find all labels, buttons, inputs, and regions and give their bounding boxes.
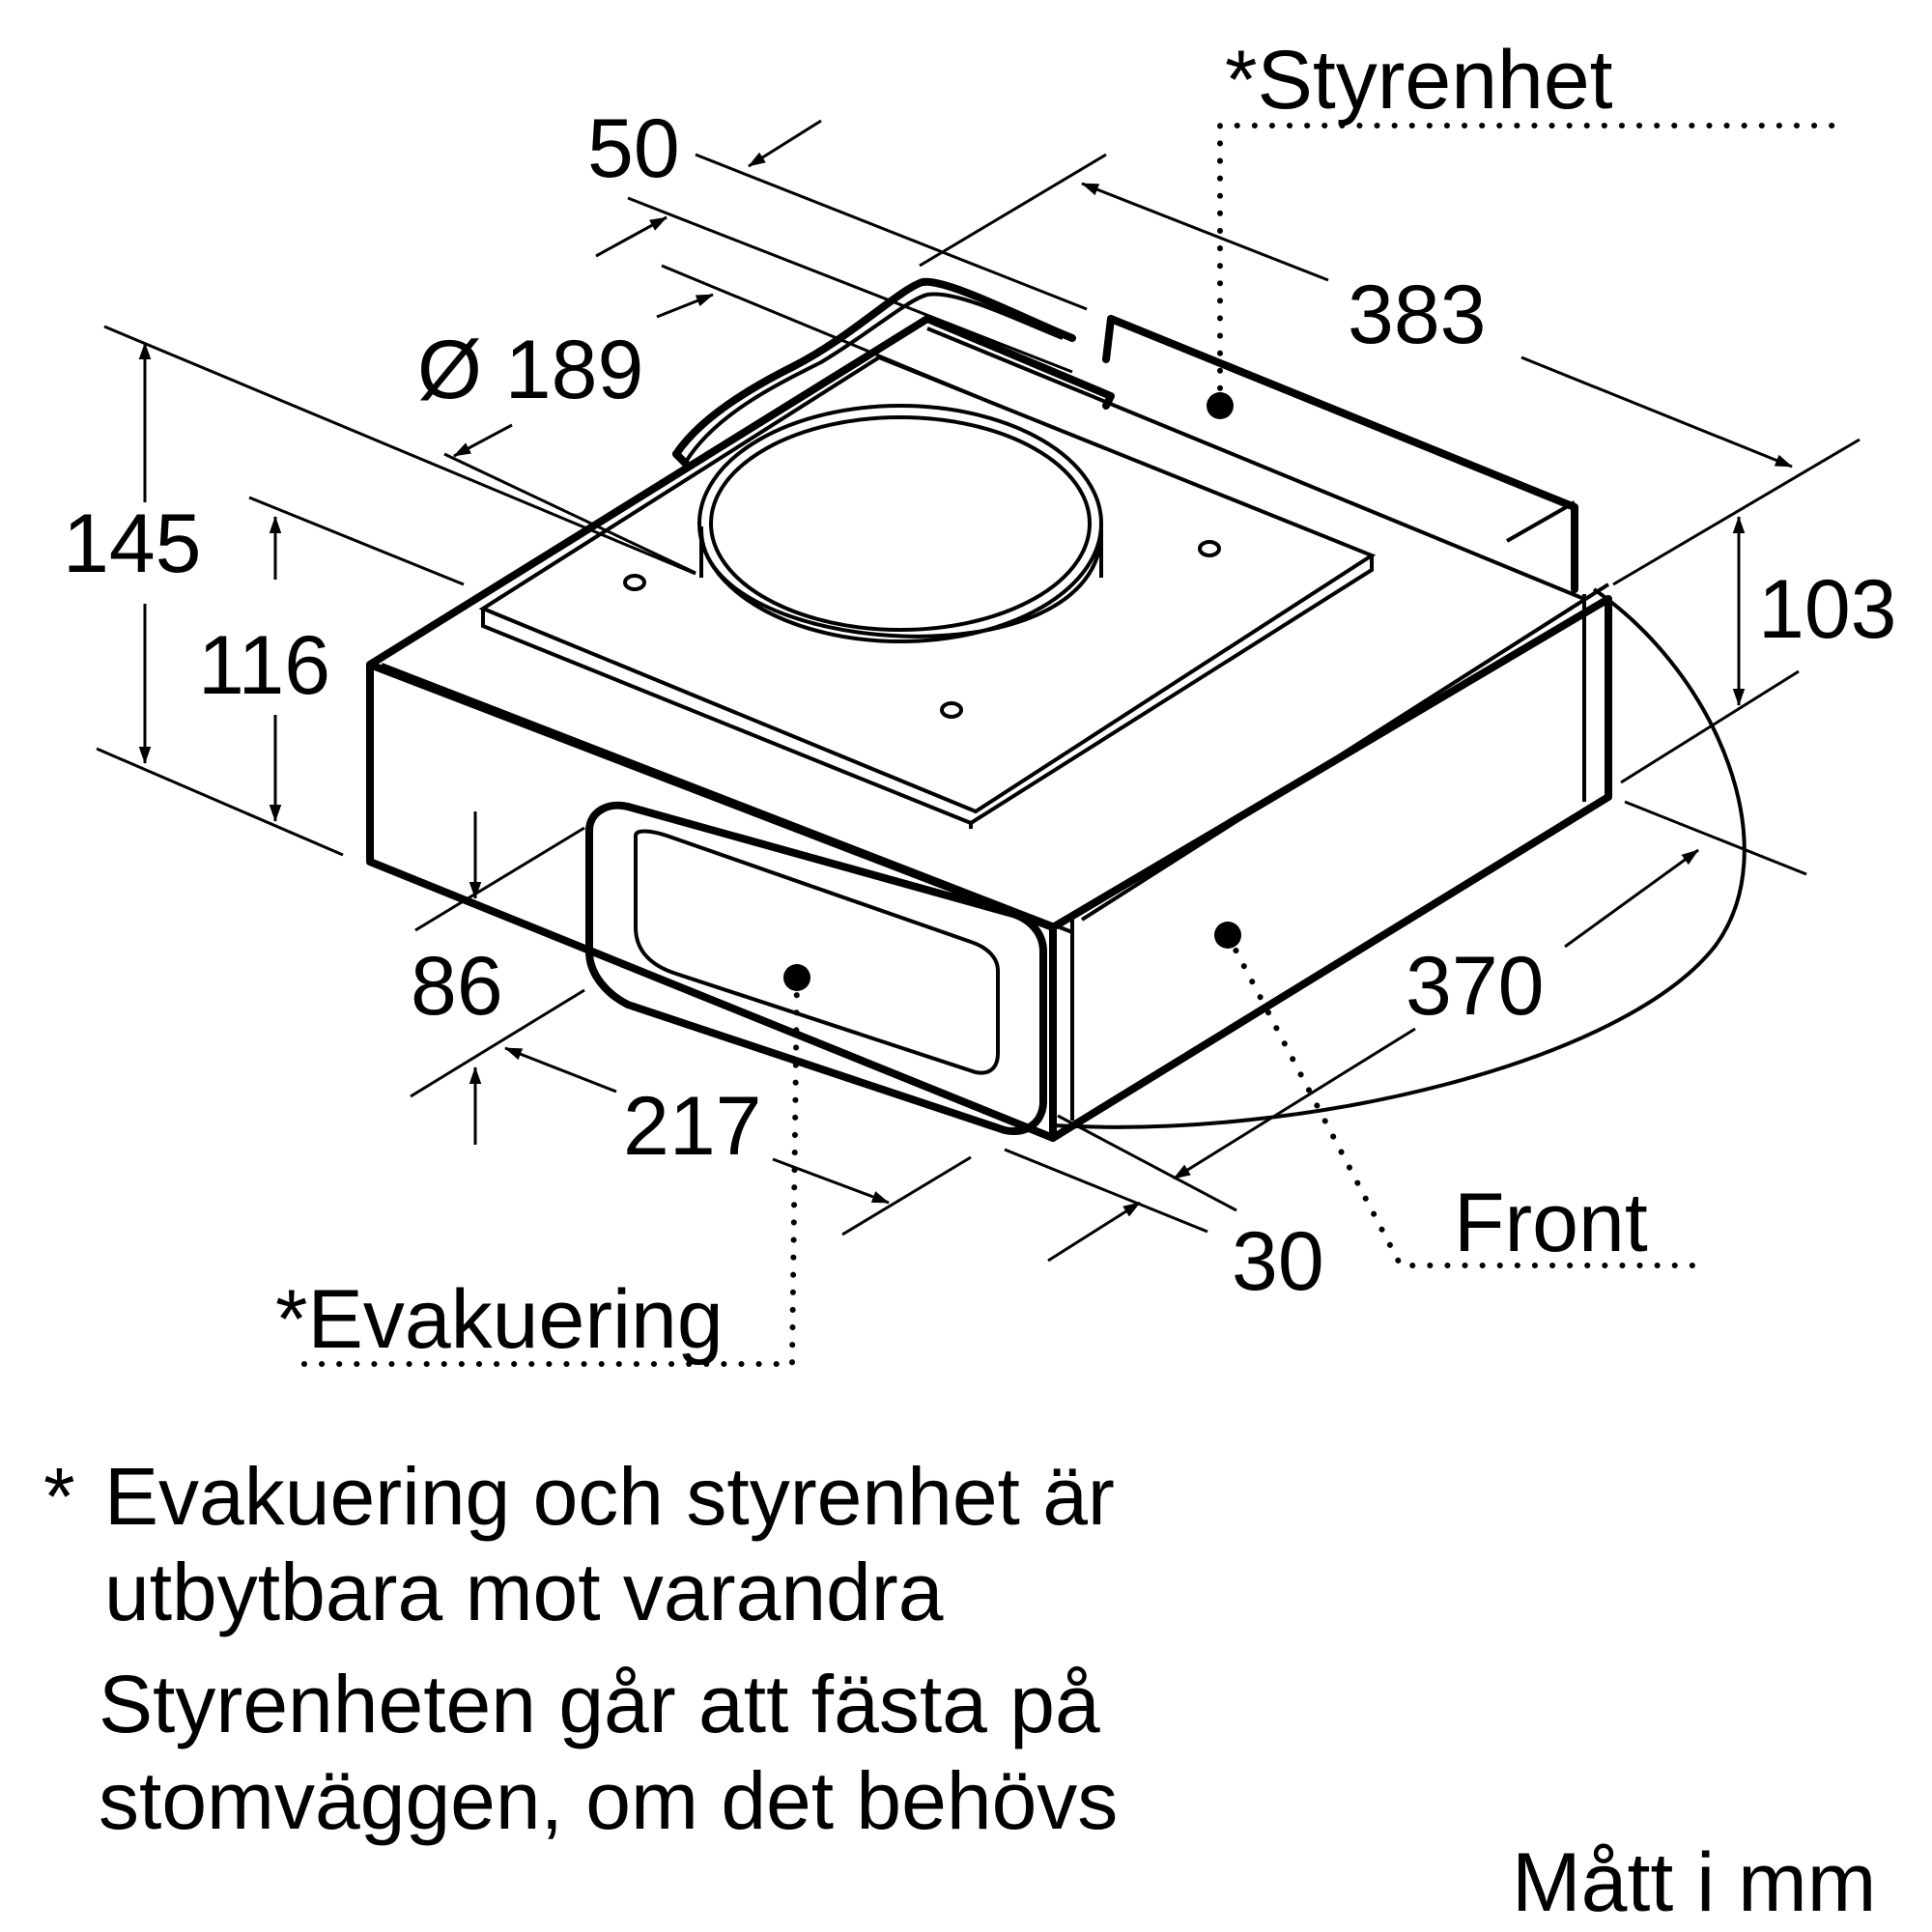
dim-103: 103 xyxy=(1758,563,1897,656)
dim-30: 30 xyxy=(1232,1215,1324,1308)
units-label: Mått i mm xyxy=(1512,1836,1876,1929)
label-styrenhet: *Styrenhet xyxy=(1225,34,1613,127)
dim-370: 370 xyxy=(1406,940,1545,1033)
dim-217: 217 xyxy=(623,1080,762,1173)
dim-50: 50 xyxy=(587,102,680,195)
housing-outline xyxy=(366,315,1612,1142)
front-arc xyxy=(1052,587,1747,1129)
round-outlet xyxy=(697,404,1103,643)
note-line-3: Styrenheten går att fästa på xyxy=(99,1659,1100,1749)
dimension-lines xyxy=(96,119,1861,1263)
dim-86: 86 xyxy=(411,940,503,1033)
note-line-4: stomväggen, om det behövs xyxy=(99,1755,1118,1846)
label-evakuering: *Evakuering xyxy=(275,1273,724,1366)
dim-189: Ø 189 xyxy=(417,324,643,416)
dotted-leaders xyxy=(297,123,1838,1367)
note-asterisk: * xyxy=(43,1451,75,1542)
top-panel xyxy=(478,355,1377,829)
note-line-1: Evakuering och styrenhet är xyxy=(104,1451,1115,1542)
label-front: Front xyxy=(1454,1177,1648,1269)
note-line-2: utbytbara mot varandra xyxy=(104,1547,944,1637)
dim-116: 116 xyxy=(198,619,330,712)
collar-handle xyxy=(672,277,1076,469)
dim-145: 145 xyxy=(63,497,202,590)
rectangular-outlet xyxy=(585,801,1047,1135)
dim-383: 383 xyxy=(1348,269,1487,361)
mounting-holes xyxy=(623,540,1221,719)
